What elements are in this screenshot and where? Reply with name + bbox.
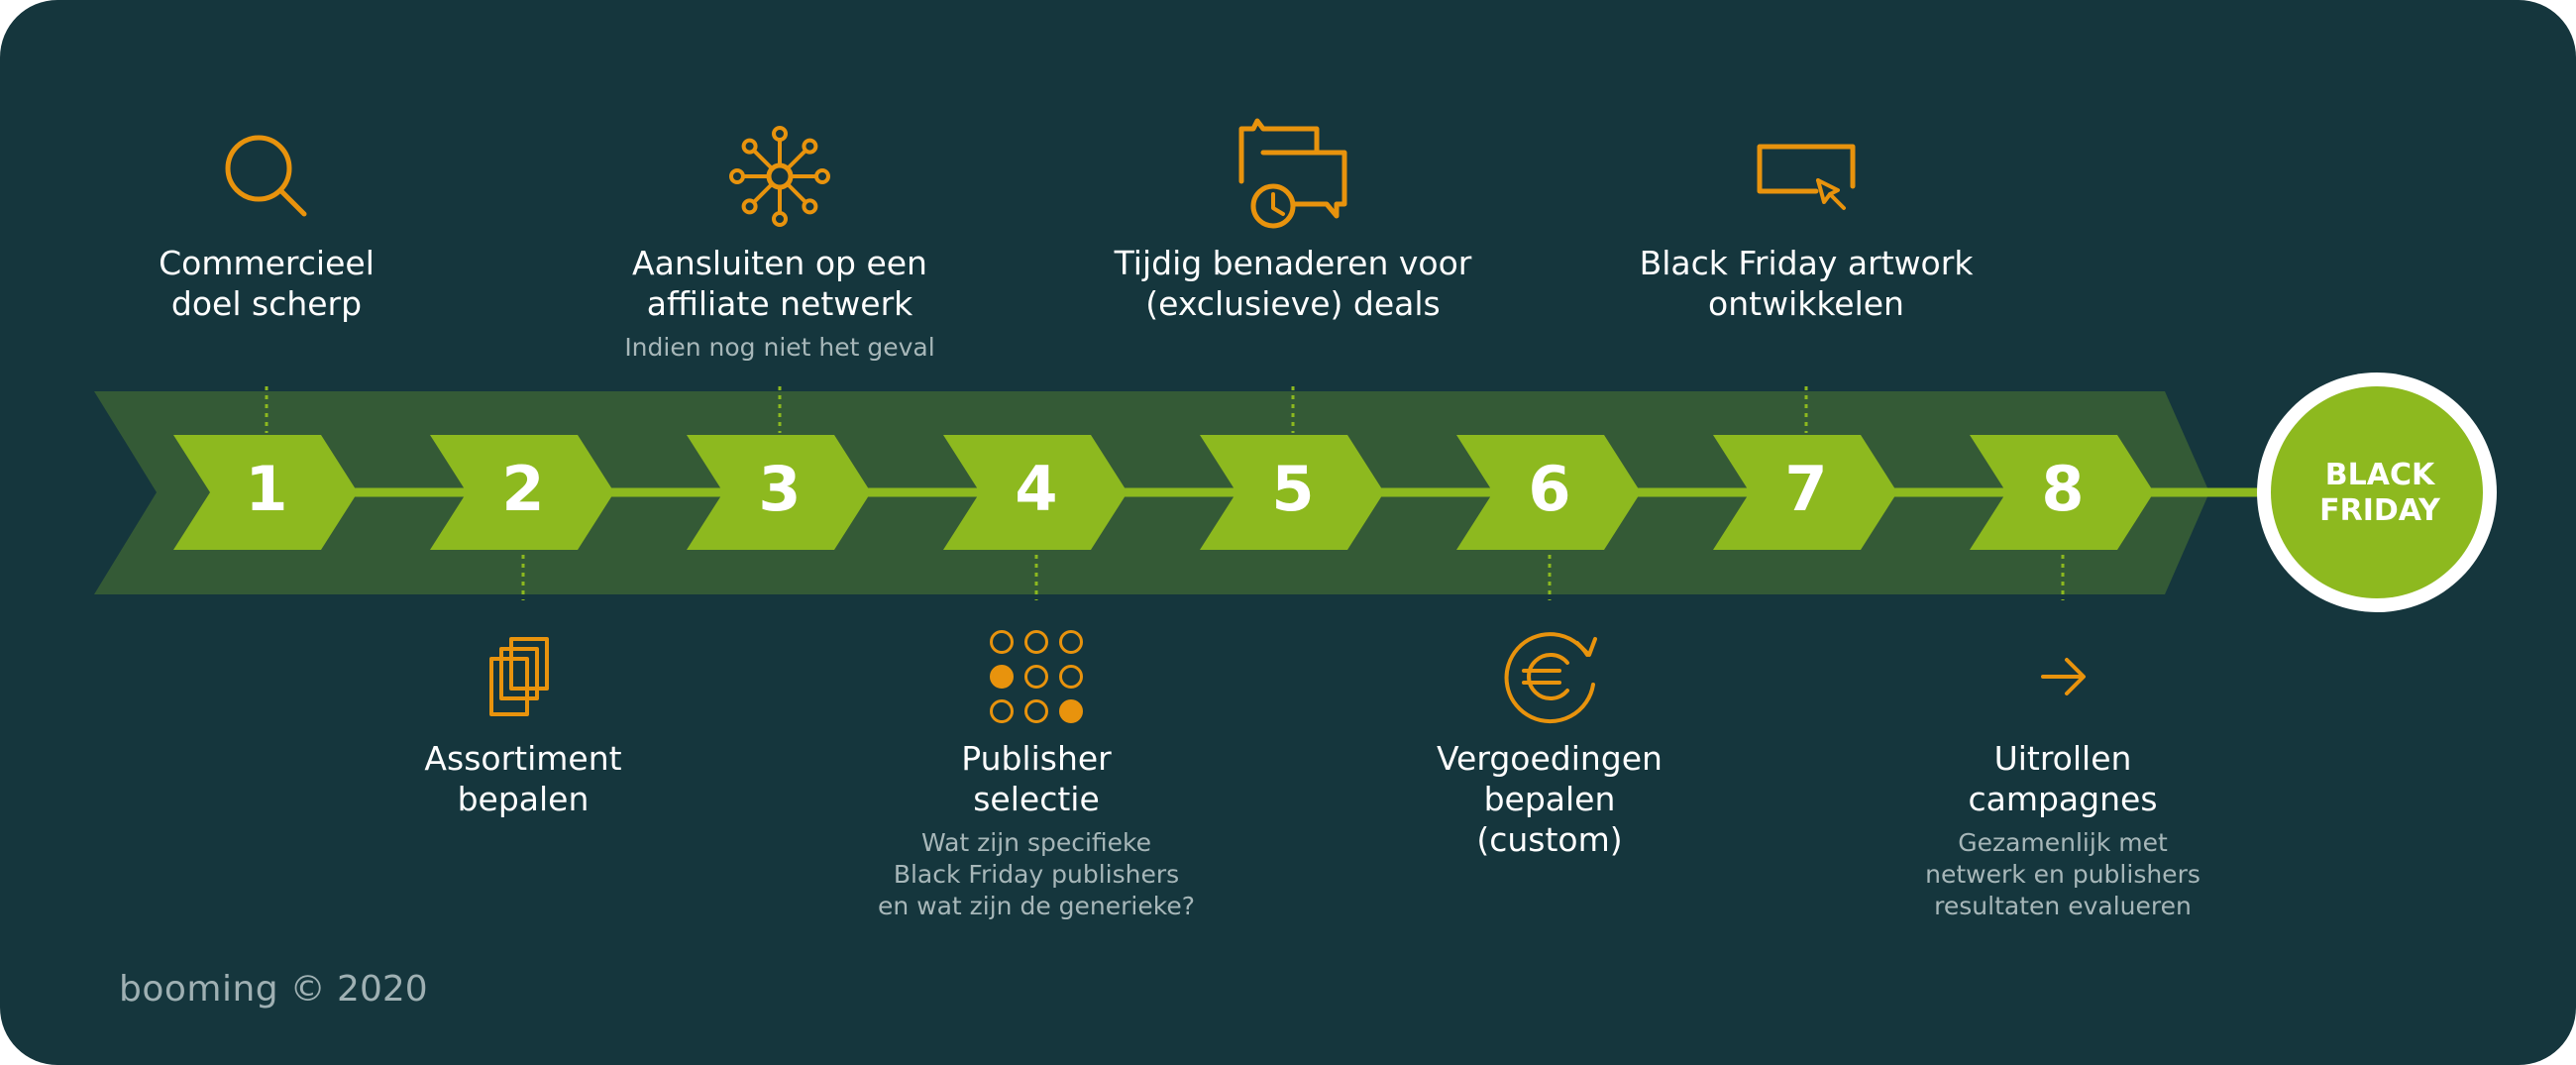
step-chevron-5 [1200, 435, 1384, 550]
step-label-2: Assortiment bepalen [315, 738, 731, 819]
euro-cycle-icon [1504, 632, 1597, 724]
step-title: Aansluiten op een affiliate netwerk [632, 244, 927, 323]
step-subtitle: Indien nog niet het geval [624, 333, 935, 362]
step-chevron-7 [1713, 435, 1897, 550]
step-chevron-3 [687, 435, 871, 550]
step-label-6: Vergoedingen bepalen (custom) [1342, 738, 1758, 860]
step-subtitle: Gezamenlijk met netwerk en publishers re… [1925, 828, 2200, 920]
brand-logo-text: booming [119, 969, 279, 1010]
step-label-5: Tijdig benaderen voor (exclusieve) deals [1085, 243, 1501, 324]
step-chevron-6 [1456, 435, 1641, 550]
step-number-6: 6 [1528, 453, 1571, 525]
screen-cursor-icon [1757, 144, 1856, 210]
step-chevron-8 [1970, 435, 2154, 550]
step-number-8: 8 [2041, 453, 2085, 525]
step-title: Black Friday artwork ontwikkelen [1639, 244, 1974, 323]
network-icon [729, 126, 830, 227]
step-title: Commercieel doel scherp [159, 244, 375, 323]
step-number-7: 7 [1784, 453, 1828, 525]
step-title: Uitrollen campagnes [1968, 739, 2158, 818]
step-title: Assortiment bepalen [424, 739, 622, 818]
chat-clock-icon [1238, 118, 1347, 229]
step-chevron-4 [943, 435, 1127, 550]
step-number-3: 3 [758, 453, 802, 525]
step-title: Tijdig benaderen voor (exclusieve) deals [1114, 244, 1472, 323]
step-title: Publisher selectie [961, 739, 1112, 818]
arrow-right-icon [2041, 658, 2086, 695]
black-friday-goal-circle [2271, 386, 2483, 598]
footer: booming © 2020 [119, 969, 428, 1010]
step-number-2: 2 [501, 453, 545, 525]
step-number-1: 1 [245, 453, 288, 525]
step-chevron-1 [173, 435, 358, 550]
step-subtitle: Wat zijn specifieke Black Friday publish… [877, 828, 1195, 920]
step-number-4: 4 [1015, 453, 1058, 525]
step-label-1: Commercieel doel scherp [58, 243, 475, 324]
dot-grid-icon [990, 630, 1083, 723]
step-chevron-2 [430, 435, 614, 550]
goal-label: BLACK FRIDAY [2319, 458, 2440, 528]
step-label-7: Black Friday artwork ontwikkelen [1598, 243, 2014, 324]
step-number-5: 5 [1271, 453, 1315, 525]
copyright-text: © 2020 [289, 969, 428, 1010]
stacked-documents-icon [489, 637, 549, 716]
magnifier-icon [225, 135, 307, 217]
step-title: Vergoedingen bepalen (custom) [1437, 739, 1663, 859]
